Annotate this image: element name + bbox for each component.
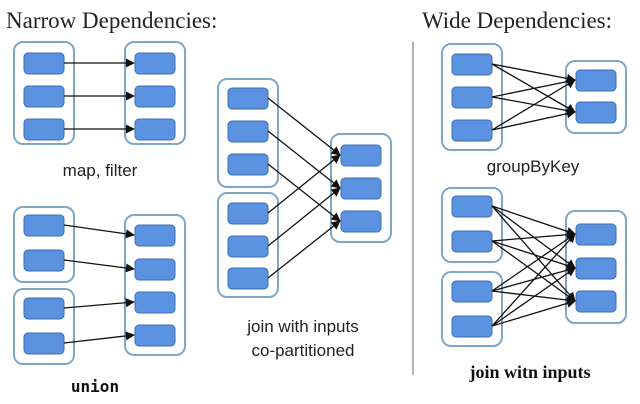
wide-dependencies-heading: Wide Dependencies: <box>422 8 612 33</box>
dependency-arrow <box>267 97 341 156</box>
union-child-rdd <box>124 214 186 356</box>
groupbykey-caption: groupByKey <box>487 157 580 176</box>
partition <box>23 118 65 141</box>
partition <box>134 52 176 75</box>
union-caption: union <box>71 377 119 396</box>
partition <box>575 223 617 246</box>
dependency-arrow <box>267 154 341 214</box>
partition <box>451 280 493 303</box>
partition <box>23 85 65 108</box>
dependency-arrow <box>491 290 576 305</box>
dependency-arrow <box>267 130 341 189</box>
dependency-arrow <box>491 240 576 302</box>
partition <box>134 291 176 314</box>
partition <box>451 195 493 218</box>
partition <box>340 144 382 167</box>
partition <box>23 249 65 272</box>
dependency-arrow <box>267 220 341 279</box>
partition <box>451 315 493 338</box>
dependency-arrow <box>63 331 135 344</box>
dependency-arrow <box>63 259 135 273</box>
partitions <box>23 52 617 355</box>
partition <box>134 224 176 247</box>
map-filter-caption: map, filter <box>63 161 138 180</box>
dependency-edges <box>63 58 576 344</box>
dependency-arrow <box>491 63 576 83</box>
partition <box>451 230 493 253</box>
partition <box>227 202 269 225</box>
partition <box>340 177 382 200</box>
join-copartitioned-caption-line1: join with inputs <box>246 317 359 336</box>
partition <box>575 69 617 92</box>
partition <box>227 267 269 290</box>
partition <box>451 119 493 142</box>
partition <box>575 101 617 124</box>
dependency-arrow <box>491 230 576 242</box>
partition <box>23 214 65 237</box>
dependency-arrow <box>491 240 576 270</box>
partition <box>134 324 176 347</box>
dependency-arrow <box>491 267 576 327</box>
partition <box>575 290 617 313</box>
rdd-groups <box>13 41 627 365</box>
partition <box>575 257 617 280</box>
partition <box>227 120 269 143</box>
partition <box>134 258 176 281</box>
partition <box>23 297 65 320</box>
dependency-arrow <box>63 224 135 239</box>
partition <box>227 235 269 258</box>
partition <box>227 153 269 176</box>
partition <box>451 86 493 109</box>
partition <box>23 52 65 75</box>
narrow-dependencies-heading: Narrow Dependencies: <box>6 8 217 33</box>
partition <box>134 85 176 108</box>
join-wide-caption: join witn inputs <box>468 362 590 382</box>
partition <box>134 118 176 141</box>
partition <box>451 53 493 76</box>
dependency-arrow <box>267 163 341 222</box>
partition <box>340 210 382 233</box>
partition <box>227 87 269 110</box>
dependency-arrow <box>491 77 576 98</box>
dependency-arrow <box>491 205 576 302</box>
dependency-arrow <box>491 205 576 236</box>
dependency-arrow <box>491 109 576 131</box>
join-copartitioned-caption-line2: co-partitioned <box>251 341 354 360</box>
dependency-arrow <box>491 233 576 292</box>
dependency-arrow <box>491 299 576 327</box>
dependency-arrow <box>267 187 341 247</box>
dependency-arrow <box>491 79 576 131</box>
dependency-arrow <box>491 233 576 327</box>
partition <box>23 332 65 355</box>
dependency-arrow <box>63 298 135 309</box>
